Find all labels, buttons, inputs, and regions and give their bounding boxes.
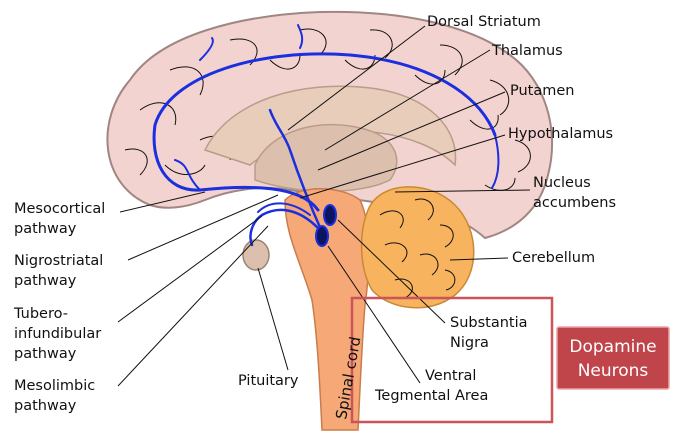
label-accumbens: accumbens	[533, 195, 616, 211]
label-thalamus: Thalamus	[491, 43, 563, 59]
mesocortical-branch-line	[174, 24, 500, 191]
label-nigrostriatal: Nigrostriatal	[14, 253, 103, 269]
substantia-nigra-nucleus	[323, 204, 337, 226]
cerebellum	[360, 186, 475, 309]
leader-cerebellum	[449, 257, 509, 261]
label-cerebellum: Cerebellum	[512, 250, 595, 266]
leader-lines	[117, 25, 531, 387]
label-putamen: Putamen	[510, 83, 575, 99]
label-substantia: Substantia	[450, 315, 528, 331]
leader-hypothalamus	[299, 134, 506, 199]
badge-line-2: Neurons	[578, 361, 649, 381]
label-tubero-pathway: pathway	[14, 346, 77, 362]
label-mesolimbic: Mesolimbic	[14, 378, 95, 394]
leader-tubero	[117, 215, 263, 323]
label-hypothalamus: Hypothalamus	[508, 126, 613, 142]
leader-pituitary	[257, 267, 289, 371]
label-dorsal-striatum: Dorsal Striatum	[427, 14, 541, 30]
cerebellum-shape	[360, 186, 475, 309]
label-pituitary: Pituitary	[238, 373, 299, 389]
label-infundibular: infundibular	[14, 326, 101, 342]
label-nigrostriatal-pathway: pathway	[14, 273, 77, 289]
leader-nucleus-accumbens	[394, 189, 531, 193]
nigrostriatal-pathway-line	[268, 108, 324, 234]
badge-background	[556, 326, 670, 390]
leader-substantia-nigra	[337, 219, 446, 324]
cerebellum-folia	[379, 198, 456, 299]
pituitary-gland	[242, 239, 270, 271]
mesolimbic-pathway-line	[249, 208, 320, 247]
leader-nigrostriatal	[127, 194, 279, 261]
label-ventral: Ventral	[425, 368, 476, 384]
badge-line-1: Dopamine	[569, 337, 656, 357]
leader-dorsal-striatum	[287, 25, 426, 131]
label-nucleus: Nucleus	[533, 175, 591, 191]
label-mesocortical: Mesocortical	[14, 201, 105, 217]
leader-vta	[327, 245, 421, 384]
leader-putamen	[317, 91, 506, 171]
leader-mesocortical	[119, 191, 206, 213]
vta-nucleus	[315, 225, 329, 247]
brainstem	[284, 188, 370, 431]
label-tubero: Tubero-	[13, 306, 68, 322]
label-tegmental-area: Tegmental Area	[374, 388, 488, 404]
label-mesocortical-pathway: pathway	[14, 221, 77, 237]
label-nigra: Nigra	[450, 335, 489, 351]
mesocortical-pathway-line	[152, 52, 497, 212]
leader-mesolimbic	[117, 225, 269, 387]
tubero-pathway-line	[257, 202, 311, 216]
leader-thalamus	[324, 49, 491, 151]
label-mesolimbic-pathway: pathway	[14, 398, 77, 414]
highlight-box	[350, 296, 554, 424]
dopamine-neurons-badge: Dopamine Neurons	[556, 326, 670, 390]
dopamine-pathways	[152, 24, 500, 247]
